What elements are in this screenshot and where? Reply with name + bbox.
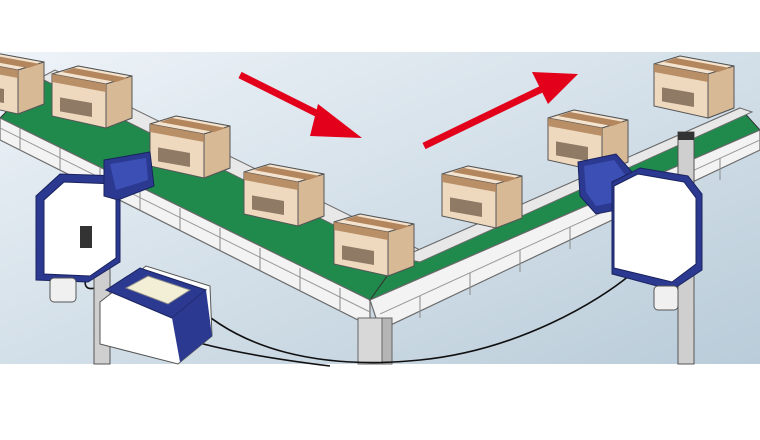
carton-box: [333, 213, 415, 277]
carton-box: [441, 165, 523, 229]
carton-box: [51, 65, 133, 129]
carton-box: [653, 55, 735, 119]
control-unit-icon: [99, 265, 213, 365]
conveyor-legs: [357, 317, 393, 365]
arrow-icon-outbound: [422, 72, 578, 150]
arrow-icon-inbound: [238, 71, 362, 138]
carton-box: [0, 51, 45, 115]
carton-box: [149, 115, 231, 179]
inkjet-printer-icon-right: [577, 153, 703, 311]
inkjet-printer-icon-left: [35, 151, 155, 303]
carton-box: [243, 163, 325, 227]
